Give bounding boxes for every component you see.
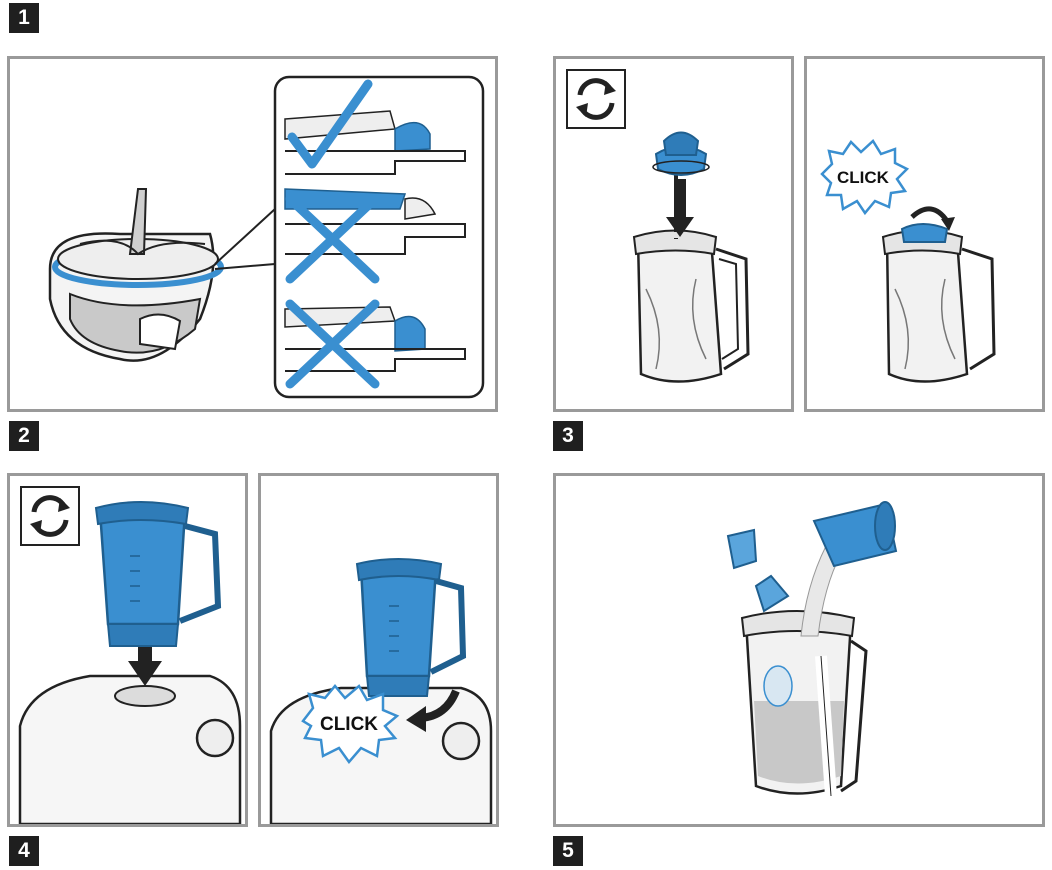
place-jug-illustration (18, 501, 242, 824)
panel-jug-click: CLICK (258, 473, 499, 827)
arrow-down-icon (666, 179, 694, 237)
detail-correct (284, 110, 466, 175)
insert-blade-illustration (632, 131, 750, 383)
panel-place-jug (7, 473, 248, 827)
seal-check-illustration (48, 75, 485, 399)
step-badge-4: 4 (9, 836, 39, 866)
fill-jug-illustration (726, 501, 898, 797)
rotate-icon-box (566, 69, 626, 129)
cross-icon (285, 299, 380, 389)
cleaning-tablet (754, 574, 790, 613)
jug-click-illustration: CLICK (269, 558, 493, 824)
cross-icon (285, 194, 380, 284)
blade-click-illustration: CLICK (820, 139, 996, 383)
cleaning-tablet (726, 528, 758, 570)
step-badge-1: 1 (9, 3, 39, 33)
click-burst (820, 139, 910, 216)
rotate-icon (30, 495, 70, 537)
click-label: CLICK (837, 168, 890, 187)
click-label: CLICK (320, 714, 378, 735)
click-burst (301, 684, 400, 765)
step-badge-2: 2 (9, 421, 39, 451)
rotate-icon (576, 78, 616, 120)
check-icon (287, 79, 373, 169)
panel-fill-jug (553, 473, 1045, 827)
step-badge-3: 3 (553, 421, 583, 451)
rotate-icon-box (20, 486, 80, 546)
curved-arrow-icon (910, 206, 950, 223)
panel-seal-check (7, 56, 498, 412)
panel-blade-click: CLICK (804, 56, 1045, 412)
panel-insert-blade (553, 56, 794, 412)
step-badge-5: 5 (553, 836, 583, 866)
